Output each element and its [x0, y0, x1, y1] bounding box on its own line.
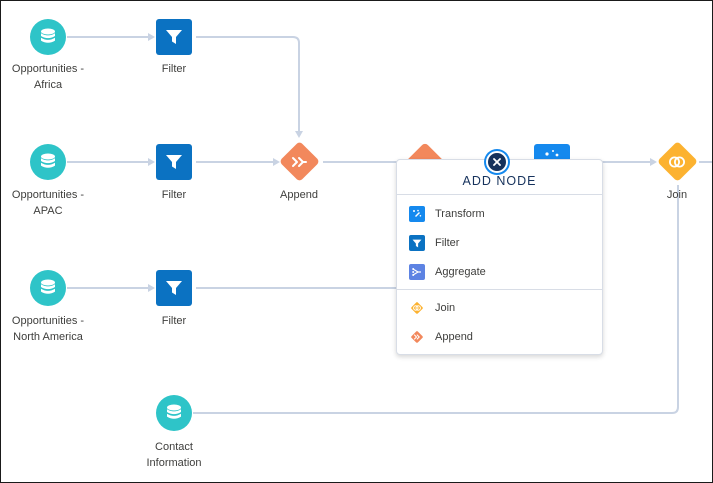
database-icon — [41, 28, 55, 43]
filter-square[interactable] — [156, 144, 192, 180]
menu-item-aggregate[interactable]: Aggregate — [409, 260, 486, 284]
filter-label: Filter — [161, 189, 187, 201]
menu-item-filter[interactable]: Filter — [409, 231, 459, 255]
add-node-popup: ADD NODE Transform Filter Aggregate Joi — [396, 159, 603, 355]
join-label: Join — [666, 189, 688, 201]
menu-item-label: Aggregate — [435, 266, 486, 278]
dataset-circle[interactable] — [30, 144, 66, 180]
funnel-icon — [166, 155, 182, 169]
dataset-label-line1: Opportunities - — [11, 315, 85, 327]
arrowhead-join — [650, 158, 657, 166]
join-icon — [409, 300, 425, 316]
funnel-icon — [166, 281, 182, 295]
join-icon-wrap — [657, 142, 697, 182]
dataset-circle[interactable] — [30, 19, 66, 55]
dataset-circle[interactable] — [156, 395, 192, 431]
arrowhead-apac-append — [273, 158, 280, 166]
popup-title: ADD NODE — [397, 160, 602, 195]
arrowhead-apac-filter — [148, 158, 155, 166]
transform-icon — [409, 206, 425, 222]
dataset-label-line1: Contact — [155, 441, 193, 453]
edge-africa-filter-append — [196, 36, 300, 131]
arrowhead-africa-filter — [148, 33, 155, 41]
dataset-label: Opportunities - Africa — [1, 61, 108, 93]
database-icon — [41, 153, 55, 168]
append-icon-wrap — [279, 142, 319, 182]
join-icon — [669, 156, 685, 168]
arrowhead-na-filter — [148, 284, 155, 292]
menu-item-label: Join — [435, 302, 456, 314]
dataset-label-line2: Information — [146, 457, 202, 469]
database-icon — [167, 404, 181, 419]
funnel-icon — [166, 30, 182, 44]
dataset-circle[interactable] — [30, 270, 66, 306]
menu-item-label: Append — [435, 331, 473, 343]
arrowhead-africa-append — [295, 131, 303, 138]
menu-item-label: Transform — [435, 208, 485, 220]
close-icon — [493, 158, 501, 166]
menu-item-transform[interactable]: Transform — [409, 202, 485, 226]
dataset-label: Contact Information — [114, 439, 234, 471]
funnel-icon — [409, 235, 425, 251]
filter-square[interactable] — [156, 270, 192, 306]
sparkle-icon — [545, 150, 559, 157]
dataset-label-line2: North America — [13, 331, 83, 343]
aggregate-icon — [409, 264, 425, 280]
menu-item-append[interactable]: Append — [409, 325, 473, 349]
database-icon — [41, 279, 55, 294]
filter-label: Filter — [161, 63, 187, 75]
append-label: Append — [280, 189, 318, 201]
menu-item-join[interactable]: Join — [409, 296, 455, 320]
dataset-label: Opportunities - APAC — [1, 187, 108, 219]
dataset-label: Opportunities - North America — [1, 313, 108, 345]
dataset-label-line1: Opportunities - — [11, 189, 85, 201]
append-icon — [292, 157, 307, 167]
edge-contact-join — [193, 185, 679, 414]
filter-label: Filter — [161, 315, 187, 327]
dataset-label-line2: Africa — [33, 79, 63, 91]
dataset-label-line1: Opportunities - — [11, 63, 85, 75]
append-icon — [409, 329, 425, 345]
dataset-label-line2: APAC — [33, 205, 63, 217]
close-popup-button[interactable] — [486, 151, 508, 173]
popup-divider — [397, 289, 602, 290]
menu-item-label: Filter — [435, 237, 460, 249]
filter-square[interactable] — [156, 19, 192, 55]
